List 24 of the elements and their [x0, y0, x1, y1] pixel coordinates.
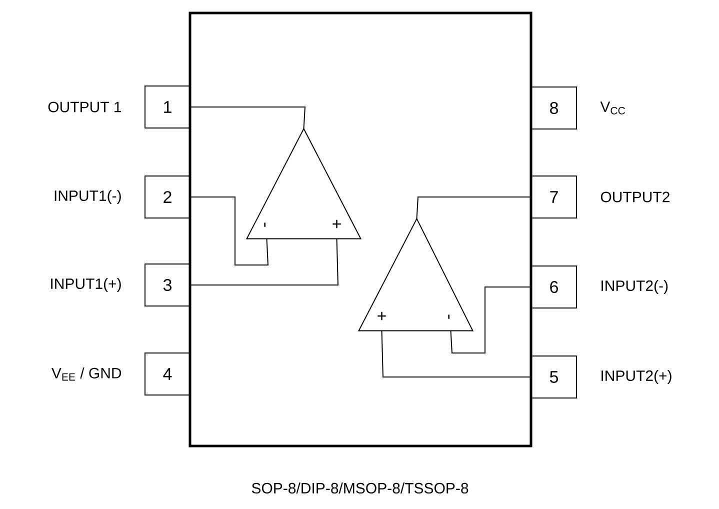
wire — [190, 238, 339, 286]
chip-body — [188, 12, 532, 448]
pin-label: INPUT2(-) — [602, 280, 668, 294]
pin-label: OUTPUT2 — [600, 192, 670, 202]
pin-label: INPUT1(-) — [54, 190, 121, 204]
wire — [381, 330, 532, 378]
pin-box: 1 — [144, 86, 190, 128]
caption: SOP-8/DIP-8/MSOP-8/TSSOP-8 — [252, 482, 468, 494]
pin-box: 8 — [531, 86, 577, 130]
wire — [450, 286, 532, 354]
pin-label: INPUT2(+) — [602, 370, 672, 384]
pin-box: 7 — [531, 176, 577, 218]
pin-label: V$_{CC}$ — [600, 102, 625, 114]
pin-box: 6 — [531, 266, 577, 308]
pin-box: 2 — [144, 176, 190, 218]
pin-box: 5 — [531, 356, 577, 398]
pin-label: OUTPUT 1 — [48, 102, 122, 112]
wire — [190, 106, 306, 130]
wire — [190, 196, 269, 266]
pin-label: V$_{EE}$ / GND — [52, 367, 122, 381]
pin-box: 3 — [144, 264, 190, 306]
pin-box: 4 — [144, 352, 190, 396]
pin-label: INPUT1(+) — [51, 278, 121, 292]
wire — [416, 196, 532, 220]
